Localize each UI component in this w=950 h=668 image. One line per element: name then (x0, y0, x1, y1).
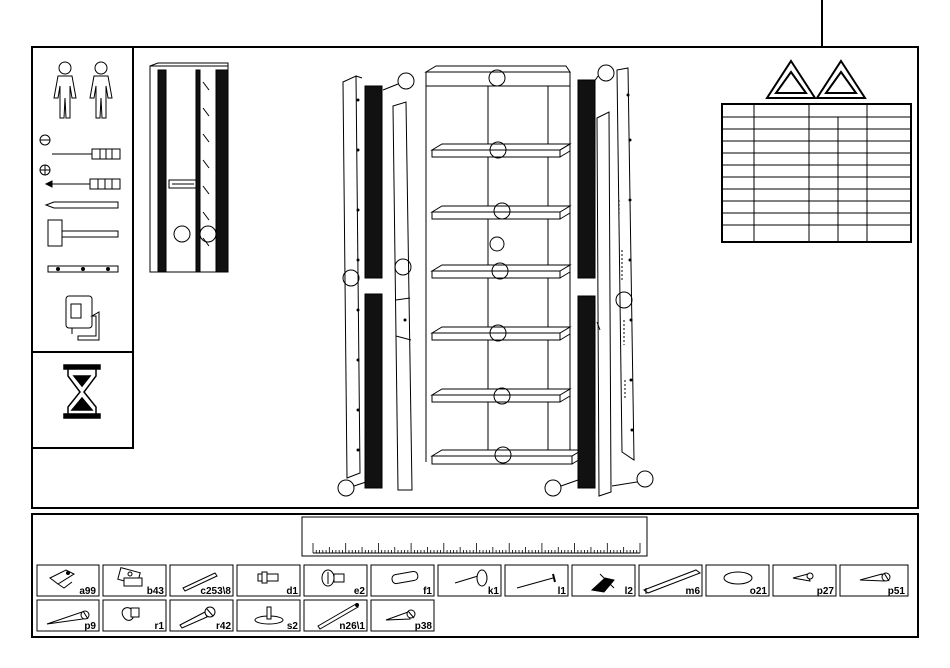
bracket-icon (592, 574, 614, 592)
left-side-panel (343, 76, 360, 478)
warning-triangle-icons (767, 61, 865, 98)
fitting-code-r42: r42 (216, 621, 231, 632)
wood-screw-icon (47, 611, 89, 624)
fitting-code-m6: m6 (686, 586, 701, 597)
phillips-screwdriver-icon (40, 165, 120, 189)
fitting-code-d1: d1 (286, 586, 298, 597)
tape-measure-icon (66, 296, 99, 340)
fitting-code-r1: r1 (155, 621, 165, 632)
cabinet-overview-drawing (150, 63, 228, 272)
fitting-code-o21: o21 (750, 586, 768, 597)
round-pad-icon (724, 572, 752, 584)
cam-bolt-icon (258, 572, 278, 583)
fitting-labels: a99 b43 c253\8 d1 e2 f1 k1 l1 l2 m6 o21 … (79, 586, 905, 632)
shelf-pin-icon (455, 570, 487, 586)
nail-icon (517, 574, 555, 588)
fitting-code-l2: l2 (625, 586, 634, 597)
clip-icon (122, 608, 139, 621)
spirit-level-icon (48, 266, 118, 272)
left-glass-strip-lower (365, 294, 382, 488)
fixing-screw-icon (386, 610, 415, 620)
tools-column (32, 47, 133, 448)
left-glass-strip-upper (365, 86, 382, 278)
shelf-set (432, 144, 582, 464)
fitting-code-e2: e2 (354, 586, 366, 597)
fitting-code-k1: k1 (488, 586, 500, 597)
fitting-code-f1: f1 (423, 586, 432, 597)
fitting-code-l1: l1 (558, 586, 567, 597)
fitting-code-b43: b43 (147, 586, 165, 597)
glide-icon (255, 607, 283, 624)
right-glass-strip-lower (578, 296, 595, 488)
exploded-assembly-drawing (338, 65, 653, 496)
cam-lock-icon (322, 570, 344, 586)
long-screw-icon (860, 573, 890, 581)
right-side-panel (617, 68, 634, 460)
fitting-code-a99: a99 (79, 586, 96, 597)
flathead-screwdriver-icon (40, 135, 120, 159)
fitting-code-s2: s2 (287, 621, 299, 632)
fitting-code-p9: p9 (84, 621, 96, 632)
fitting-code-c253-8: c253\8 (200, 586, 231, 597)
connector-bolt-icon (180, 607, 215, 628)
parts-count-table (722, 104, 911, 242)
short-screw-icon (793, 573, 813, 581)
fitting-code-p51: p51 (888, 586, 906, 597)
hourglass-icon (64, 365, 100, 418)
hinge-icon (50, 570, 74, 588)
wooden-dowel-icon (391, 571, 418, 584)
fittings-row-1 (37, 565, 908, 596)
fittings-row-2 (37, 600, 434, 631)
right-glass-strip-upper (578, 80, 595, 278)
right-door-panel (597, 112, 611, 496)
fitting-code-n26-1: n26\1 (339, 621, 365, 632)
hammer-icon (48, 220, 118, 246)
left-door-panel (393, 102, 412, 490)
two-persons-icon (54, 62, 112, 118)
measuring-ruler (302, 517, 647, 556)
pencil-icon (46, 202, 118, 208)
hinge-plate-icon (118, 568, 142, 586)
fitting-code-p38: p38 (415, 621, 433, 632)
fitting-code-p27: p27 (817, 586, 835, 597)
